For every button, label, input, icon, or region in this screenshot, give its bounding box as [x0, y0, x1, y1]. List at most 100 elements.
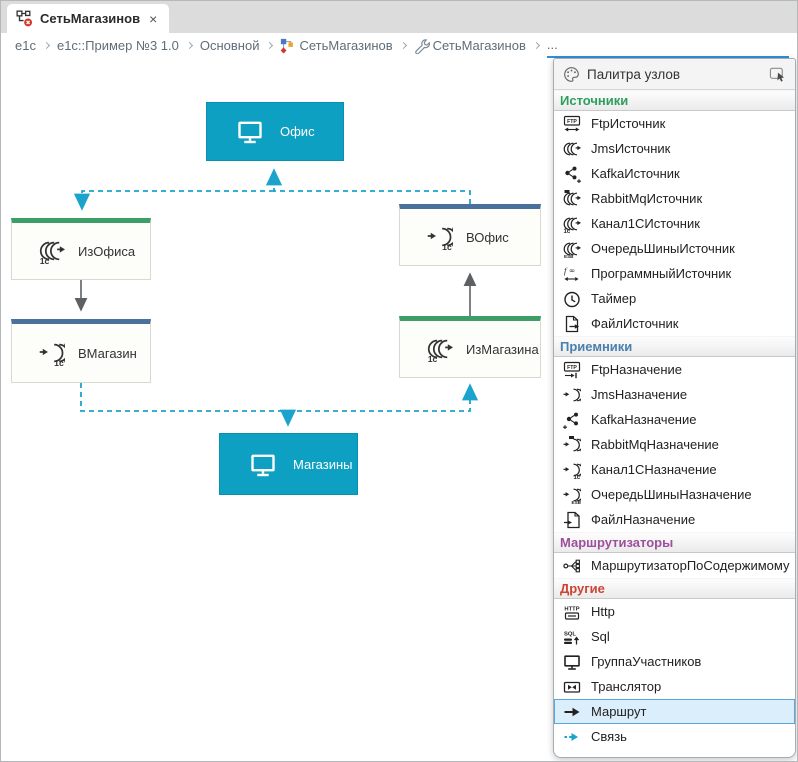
palette-item-label: Транслятор: [591, 679, 662, 694]
node-label: ИзМагазина: [466, 341, 539, 357]
palette-item-ftp-destination[interactable]: FtpНазначение: [554, 357, 795, 382]
palette-item-rabbitmq-destination[interactable]: RabbitMqНазначение: [554, 432, 795, 457]
connection-magaziny-to-izmagazina[interactable]: [288, 383, 479, 412]
palette-item-label: FtpИсточник: [591, 116, 666, 131]
palette-item-participant-group[interactable]: ГруппаУчастников: [554, 649, 795, 674]
palette-item-label: JmsИсточник: [591, 141, 671, 156]
tab-bar: СетьМагазинов ×: [1, 1, 797, 33]
jms-destination-icon: [563, 386, 581, 404]
palette-item-program-source[interactable]: ПрограммныйИсточник: [554, 261, 795, 286]
palette-item-http[interactable]: Http: [554, 599, 795, 624]
breadcrumb-item-setmagazinov-process[interactable]: СетьМагазинов: [414, 38, 526, 54]
chevron-right-icon: [42, 41, 51, 50]
palette-title: Палитра узлов: [587, 66, 681, 82]
palette-item-content-router[interactable]: МаршрутизаторПоСодержимому: [554, 553, 795, 578]
palette-item-jms-destination[interactable]: JmsНазначение: [554, 382, 795, 407]
palette-item-jms-source[interactable]: JmsИсточник: [554, 136, 795, 161]
connection-vofis-to-ofis[interactable]: [265, 168, 471, 204]
route-icon: [563, 703, 581, 721]
diagram-colored-icon: [281, 38, 294, 54]
node-vofis[interactable]: ВОфис: [399, 204, 541, 266]
tab-setmagazinov[interactable]: СетьМагазинов ×: [7, 4, 170, 33]
palette-item-link[interactable]: Связь: [554, 724, 795, 749]
chevron-right-icon: [185, 41, 193, 50]
palette-item-route[interactable]: Маршрут: [554, 699, 795, 724]
palette-item-label: ФайлНазначение: [591, 512, 696, 527]
monitor-icon: [563, 653, 581, 671]
chevron-right-icon: [266, 41, 274, 50]
palette-item-channel-1c-destination[interactable]: Канал1СНазначение: [554, 457, 795, 482]
breadcrumb-item-setmagazinov-diagram[interactable]: СетьМагазинов: [280, 38, 393, 54]
connection-ofis-to-izofisa[interactable]: [73, 190, 274, 211]
node-palette-panel: Палитра узлов Источники FtpИсточник JmsИ…: [553, 58, 796, 758]
breadcrumb-item-osnovnoy[interactable]: Основной: [200, 38, 260, 53]
breadcrumb-label: Основной: [199, 38, 260, 53]
monitor-icon: [248, 451, 278, 478]
palette-item-esb-queue-source[interactable]: ОчередьШиныИсточник: [554, 236, 795, 261]
palette-item-label: ОчередьШиныНазначение: [591, 487, 752, 502]
chevron-right-icon: [532, 41, 540, 50]
program-source-icon: [563, 265, 581, 283]
palette-item-esb-queue-destination[interactable]: ОчередьШиныНазначение: [554, 482, 795, 507]
timer-icon: [563, 290, 581, 308]
palette-item-label: Связь: [591, 729, 627, 744]
jms-source-icon: [563, 140, 581, 158]
palette-item-kafka-destination[interactable]: KafkaНазначение: [554, 407, 795, 432]
palette-section-receivers: Приемники: [554, 336, 795, 357]
palette-item-label: Http: [591, 604, 615, 619]
breadcrumb-label: СетьМагазинов: [432, 38, 526, 53]
rabbitmq-source-icon: [563, 190, 581, 208]
node-izmagazina[interactable]: ИзМагазина: [399, 316, 541, 378]
breadcrumb-item-e1c[interactable]: e1c: [15, 38, 36, 53]
sql-icon: [563, 628, 581, 646]
breadcrumb-item-ellipsis[interactable]: ...: [546, 33, 789, 58]
esb-queue-destination-icon: [563, 486, 581, 504]
pick-element-icon[interactable]: [769, 66, 787, 83]
kafka-source-icon: [563, 165, 581, 183]
palette-icon: [564, 66, 579, 82]
palette-item-label: RabbitMqНазначение: [591, 437, 719, 452]
channel-1c-destination-icon: [563, 461, 581, 479]
palette-item-label: RabbitMqИсточник: [591, 191, 703, 206]
content-router-icon: [563, 557, 581, 575]
connection-vmagazin-to-magaziny[interactable]: [80, 383, 297, 427]
node-ofis[interactable]: Офис: [206, 102, 344, 161]
palette-section-sources: Источники: [554, 90, 795, 111]
node-label: Магазины: [293, 456, 353, 472]
node-magaziny[interactable]: Магазины: [219, 433, 358, 495]
file-destination-icon: [563, 511, 581, 529]
palette-item-translator[interactable]: Транслятор: [554, 674, 795, 699]
palette-item-label: JmsНазначение: [591, 387, 688, 402]
palette-item-file-source[interactable]: ФайлИсточник: [554, 311, 795, 336]
tab-title: СетьМагазинов: [40, 11, 141, 26]
palette-item-label: Канал1СИсточник: [591, 216, 700, 231]
palette-section-routers: Маршрутизаторы: [554, 532, 795, 553]
palette-section-others: Другие: [554, 578, 795, 599]
breadcrumb-item-project[interactable]: e1c::Пример №3 1.0: [57, 38, 179, 53]
channel-1c-destination-icon: [426, 224, 454, 250]
palette-item-label: Маршрут: [591, 704, 647, 719]
node-izofisa[interactable]: ИзОфиса: [11, 218, 151, 280]
close-icon[interactable]: ×: [149, 10, 158, 27]
esb-queue-source-icon: [563, 240, 581, 258]
breadcrumb-label: e1c::Пример №3 1.0: [56, 38, 179, 53]
node-vmagazin[interactable]: ВМагазин: [11, 319, 151, 383]
palette-item-sql[interactable]: Sql: [554, 624, 795, 649]
palette-item-ftp-source[interactable]: FtpИсточник: [554, 111, 795, 136]
ftp-source-icon: [563, 115, 581, 133]
palette-item-kafka-source[interactable]: KafkaИсточник: [554, 161, 795, 186]
node-label: ВМагазин: [78, 345, 137, 361]
palette-item-rabbitmq-source[interactable]: RabbitMqИсточник: [554, 186, 795, 211]
palette-item-channel-1c-source[interactable]: Канал1СИсточник: [554, 211, 795, 236]
wrench-icon: [414, 38, 430, 54]
palette-item-timer[interactable]: Таймер: [554, 286, 795, 311]
ftp-destination-icon: [563, 361, 581, 379]
kafka-destination-icon: [563, 411, 581, 429]
rabbitmq-destination-icon: [563, 436, 581, 454]
node-label: Офис: [280, 124, 315, 139]
chevron-right-icon: [399, 41, 407, 50]
palette-item-file-destination[interactable]: ФайлНазначение: [554, 507, 795, 532]
diagram-connections: [73, 168, 479, 427]
palette-item-label: Таймер: [591, 291, 637, 306]
